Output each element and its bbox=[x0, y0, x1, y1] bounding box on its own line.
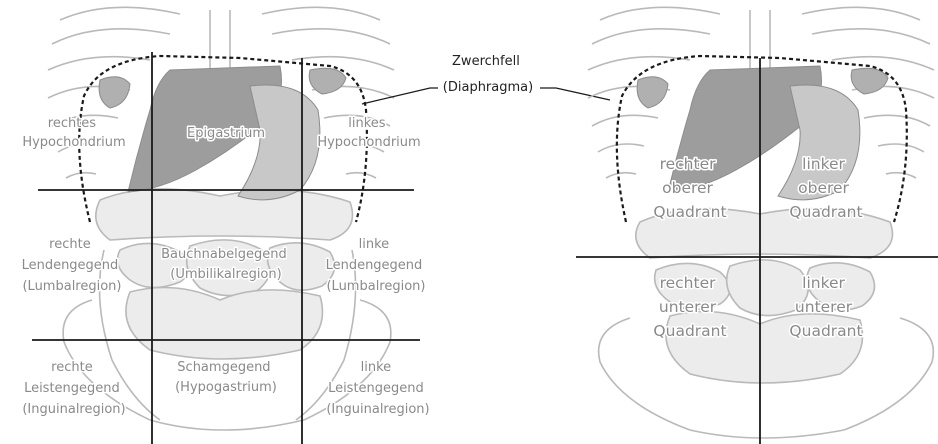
label-right-hypochondrium: rechtes Hypochondrium bbox=[22, 116, 125, 150]
label-right-inguinal: rechte Leistengegend (Inguinalregion) bbox=[22, 360, 125, 417]
callout-leader-right bbox=[540, 88, 610, 100]
label-right-lower-quadrant: rechter unterer Quadrant bbox=[653, 274, 726, 340]
label-left-hypochondrium: linkes Hypochondrium bbox=[317, 116, 420, 150]
label-right-upper-quadrant: rechter oberer Quadrant bbox=[653, 155, 726, 221]
label-left-inguinal: linke Leistengegend (Inguinalregion) bbox=[326, 360, 429, 417]
diaphragm-callout: Zwerchfell (Diaphragma) bbox=[362, 54, 610, 104]
callout-label: Zwerchfell (Diaphragma) bbox=[443, 54, 533, 95]
label-left-lumbar: linke Lendengegend (Lumbalregion) bbox=[326, 237, 427, 294]
label-epigastrium: Epigastrium bbox=[187, 126, 265, 141]
nine-region-labels: rechtes Hypochondrium Epigastrium linkes… bbox=[22, 116, 430, 417]
label-hypogastrium: Schamgegend (Hypogastrium) bbox=[175, 360, 277, 395]
label-right-lumbar: rechte Lendengegend (Lumbalregion) bbox=[22, 237, 123, 294]
